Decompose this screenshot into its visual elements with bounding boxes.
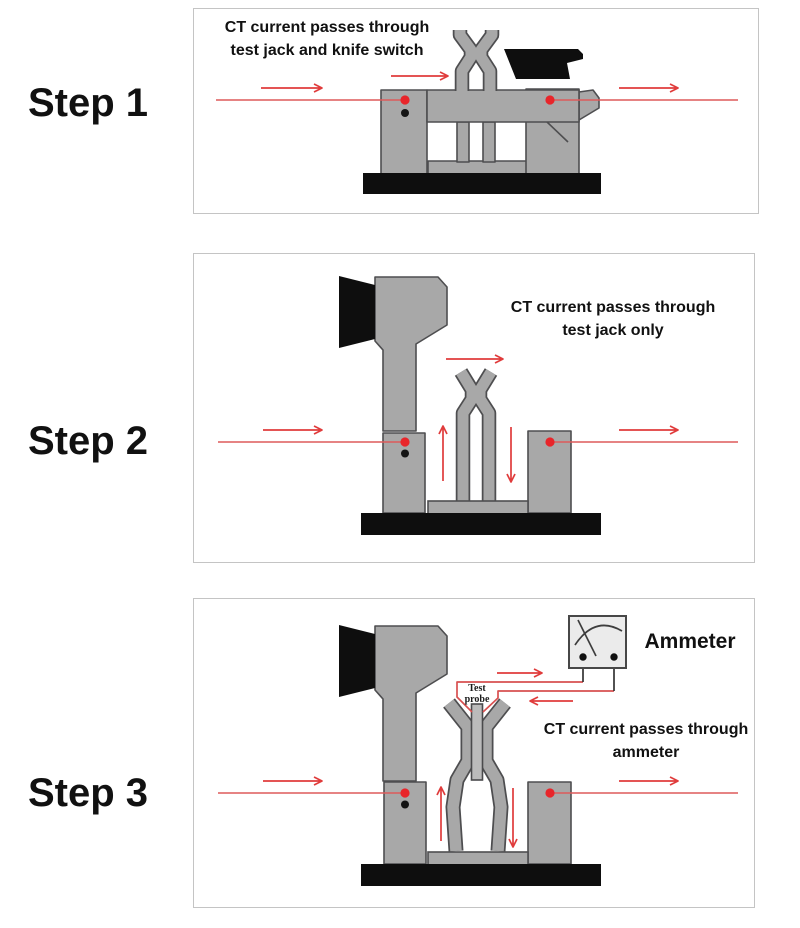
step-3-panel: [193, 598, 755, 908]
left-post: [382, 432, 426, 514]
arrow-in: [263, 425, 323, 435]
arrow-up: [436, 786, 446, 841]
test-probe-label-line-1: Test: [468, 683, 486, 694]
switch-handle: [504, 49, 583, 79]
arrow-down: [508, 788, 518, 848]
arrow-out: [619, 776, 679, 786]
device-base: [361, 513, 601, 535]
hinge-jaw: [578, 89, 600, 121]
wire-to-ammeter: [456, 681, 583, 713]
step-1-caption-line-1: CT current passes through: [224, 19, 430, 36]
jack-base-strip: [427, 500, 529, 515]
ammeter-terminal-right: [610, 653, 618, 661]
switch-handle: [339, 276, 375, 348]
ammeter-scale-arc: [574, 624, 623, 646]
test-jack-fork-spread: [443, 698, 511, 852]
arrow-down: [506, 427, 516, 483]
test-probe: [470, 703, 484, 781]
ammeter-label: Ammeter: [644, 630, 736, 653]
arrow-in: [263, 776, 323, 786]
left-black-dot: [401, 800, 409, 809]
arrow-blade: [391, 71, 449, 81]
step-1-caption-line-2: test jack and knife switch: [230, 42, 424, 59]
step-1-label: Step 1: [27, 81, 149, 125]
step-3-caption-line-1: CT current passes through: [543, 721, 749, 738]
right-terminal-dot: [545, 95, 555, 105]
device-gray-parts: [380, 88, 600, 177]
test-probe-label-line-2: probe: [464, 693, 490, 705]
device-gray-parts: [374, 276, 572, 514]
right-terminal-dot: [545, 437, 555, 447]
right-terminal-dot: [545, 788, 555, 798]
switch-arm-raised: [374, 276, 448, 432]
knife-blade: [426, 89, 580, 123]
left-terminal-dot: [400, 437, 410, 447]
jack-left-leg: [456, 121, 470, 163]
step-3-label: Step 3: [27, 771, 149, 815]
step-2-caption-line-1: CT current passes through: [510, 299, 716, 316]
switch-handle: [339, 625, 375, 697]
arrow-wire-left: [529, 696, 573, 706]
arrow-up: [438, 425, 448, 481]
step-1-knife-switch-diagram: [216, 27, 738, 194]
left-terminal-dot: [400, 95, 410, 105]
left-black-dot: [401, 449, 409, 458]
terminal-dots: [400, 95, 555, 117]
step-2-caption-line-2: test jack only: [562, 322, 664, 339]
wire-from-ammeter: [482, 690, 614, 713]
arrow-out: [619, 83, 679, 93]
step-2-label: Step 2: [27, 419, 149, 463]
ammeter-icon: [568, 615, 627, 669]
step-1-panel: [193, 8, 759, 214]
device-base: [363, 173, 601, 194]
arrow-out: [619, 425, 679, 435]
step-2-panel: [193, 253, 755, 563]
blade-edge-detail: [546, 121, 569, 143]
jack-base-strip: [427, 851, 529, 866]
arrow-wire-right: [497, 668, 543, 678]
arrow-in: [261, 83, 323, 93]
test-jack-fork: [454, 368, 498, 506]
current-arrows: [261, 71, 679, 93]
right-post: [527, 430, 572, 514]
ammeter-terminal-left: [579, 653, 587, 661]
switch-arm-raised: [374, 625, 448, 782]
device-base: [361, 864, 601, 886]
current-arrows: [263, 354, 679, 483]
ammeter-needle: [577, 619, 597, 657]
step-2-knife-switch-diagram: [218, 276, 738, 535]
test-jack-fork: [452, 27, 500, 91]
jack-right-leg: [482, 121, 496, 163]
probe-wires: [456, 681, 614, 713]
jack-base-strip: [427, 160, 529, 175]
terminal-dots: [400, 788, 555, 809]
step-3-caption-line-2: ammeter: [612, 744, 680, 761]
arrow-top: [446, 354, 504, 364]
left-black-dot: [401, 109, 409, 117]
terminal-dots: [400, 437, 555, 458]
step-3-knife-switch-diagram: [218, 615, 738, 886]
current-arrows: [263, 668, 679, 848]
left-terminal-dot: [400, 788, 410, 798]
